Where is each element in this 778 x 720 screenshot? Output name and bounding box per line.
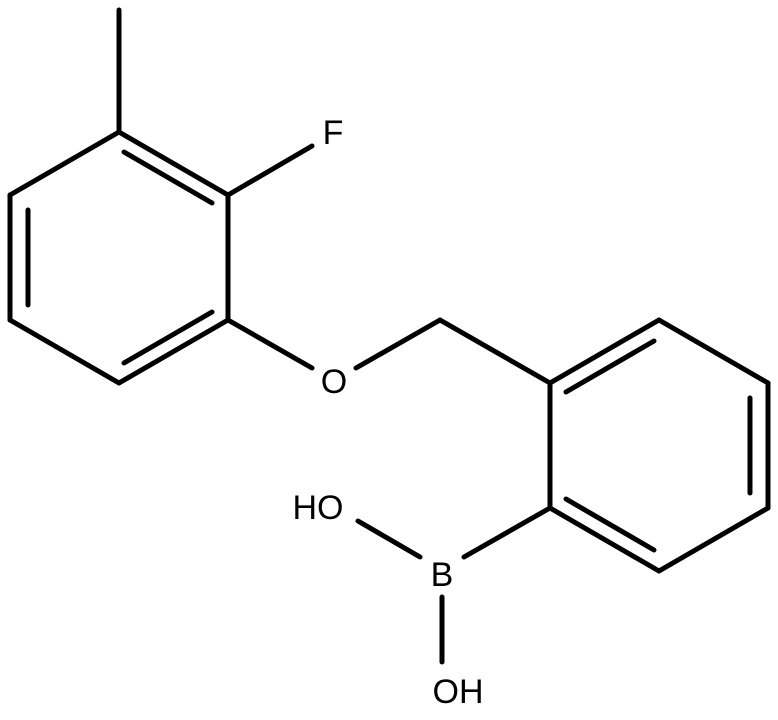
ring-b-bond — [547, 505, 662, 574]
b-oh-upper-bond — [355, 518, 423, 560]
bonds — [7, 7, 771, 665]
hydroxyl-lower-label: OH — [433, 673, 484, 711]
boron-label: B — [431, 556, 454, 594]
ring-b-bond — [547, 317, 662, 386]
ring-a-inner-bond — [121, 309, 215, 366]
hydroxyl-upper-label: HO — [293, 489, 344, 527]
atom-labels: F O B HO OH — [293, 114, 484, 711]
c-o-bond — [225, 317, 315, 371]
ch2-ring-bond — [437, 317, 553, 386]
fluorine-label: F — [323, 114, 344, 152]
ring-b-bond — [656, 505, 771, 574]
c-b-bond — [461, 505, 553, 560]
ring-a-bond — [116, 129, 231, 198]
ring-a-bond — [7, 129, 122, 198]
ring-a-inner-bond — [121, 149, 215, 206]
ring-b-bond — [656, 317, 771, 386]
ring-b-inner-bond — [563, 496, 657, 553]
o-ch2-bond — [353, 317, 443, 371]
ring-a-bond — [7, 317, 122, 386]
c-f-bond — [225, 143, 315, 198]
ether-oxygen-label: O — [321, 363, 347, 401]
ring-b-inner-bond — [563, 338, 657, 395]
ring-a-bond — [116, 317, 231, 386]
